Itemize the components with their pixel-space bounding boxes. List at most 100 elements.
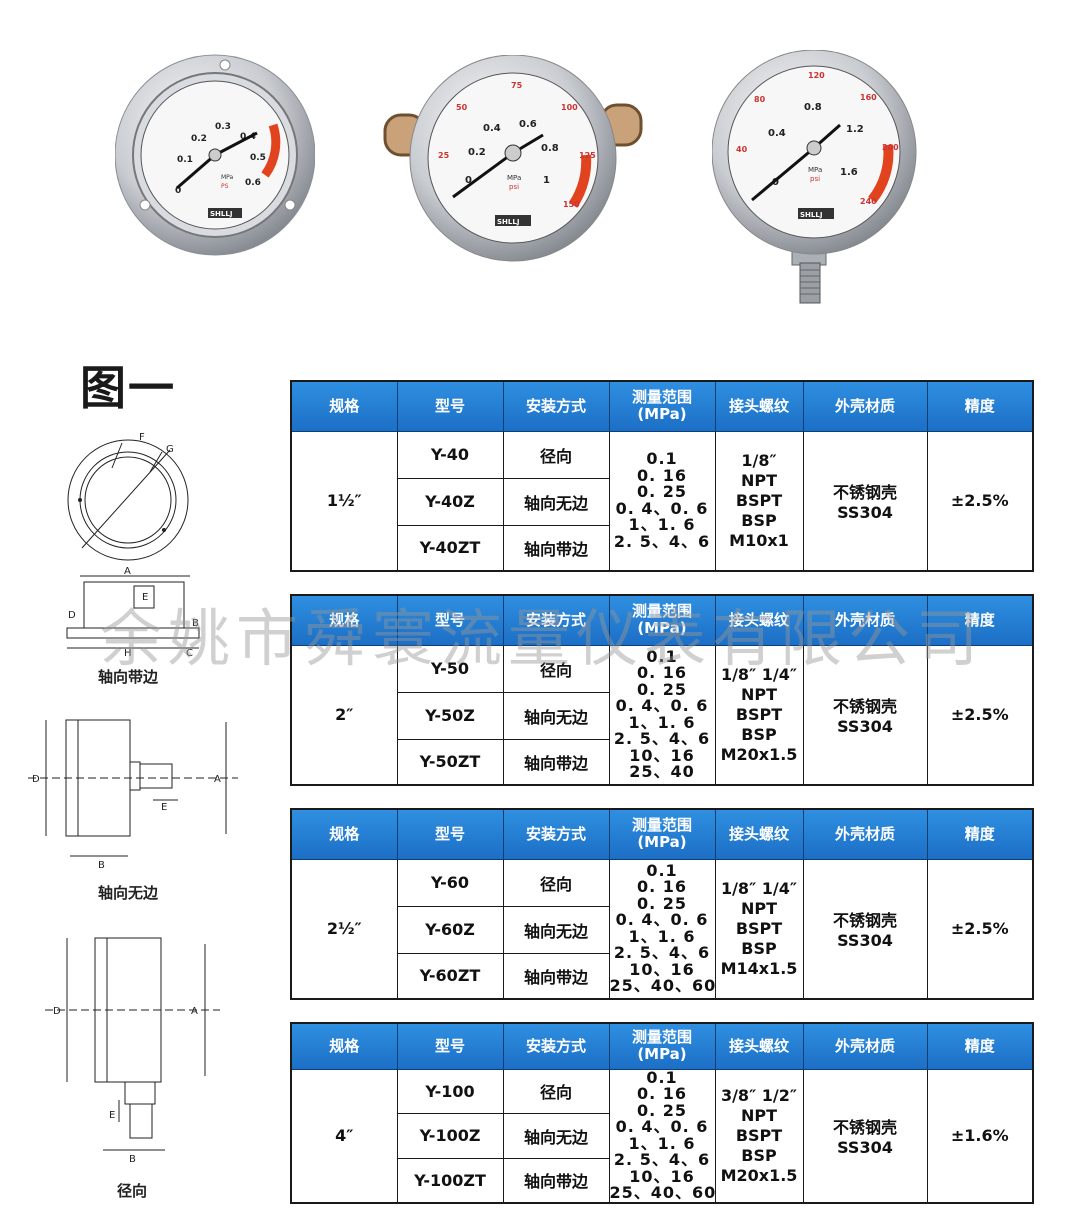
cell-accuracy: ±2.5%: [926, 644, 1034, 786]
drawing-axial-no-flange: D A E B: [28, 719, 238, 871]
thread-line: BSPT: [735, 704, 783, 724]
thread-line: M10x1: [729, 530, 789, 550]
figure-title: 图一: [80, 361, 176, 415]
gauge-psi-tick: 150: [563, 200, 580, 209]
cell-mounting: 轴向无边: [502, 691, 610, 740]
cell-model: Y-100: [396, 1068, 504, 1114]
dim-label: G: [166, 444, 174, 455]
gauge-tick: 0.4: [768, 128, 786, 139]
dim-label: D: [53, 1006, 61, 1017]
header-range: 测量范围 (MPa): [608, 594, 716, 646]
gauge-tick: 0.4: [483, 123, 501, 134]
gauge-tick: 0.8: [541, 143, 559, 154]
gauge-tick: 0.3: [215, 122, 231, 132]
dim-label: D: [32, 774, 40, 785]
cell-model: Y-100Z: [396, 1113, 504, 1159]
thread-line: NPT: [740, 1105, 778, 1125]
header-material: 外壳材质: [802, 1022, 928, 1070]
gauge-unit: MPa: [808, 166, 822, 174]
cell-mounting: 径向: [502, 858, 610, 907]
gauge-psi-tick: 240: [860, 197, 877, 206]
header-accuracy: 精度: [926, 1022, 1034, 1070]
header-size: 规格: [290, 594, 398, 646]
dim-label: C: [186, 648, 193, 658]
dim-label: A: [191, 1006, 198, 1017]
gauge-tick: 0.6: [245, 178, 261, 188]
cell-mounting: 径向: [502, 1068, 610, 1114]
header-mounting: 安装方式: [502, 380, 610, 432]
cell-thread: 1/8″ 1/4″ NPT BSPT BSP M14x1.5: [714, 858, 804, 1000]
thread-line: BSPT: [735, 1125, 783, 1145]
cell-model: Y-60Z: [396, 905, 504, 954]
thread-line: BSPT: [735, 490, 783, 510]
dim-label: B: [98, 860, 105, 871]
cell-model: Y-50: [396, 644, 504, 693]
thread-line: BSP: [741, 724, 777, 744]
header-model: 型号: [396, 380, 504, 432]
cell-mounting: 径向: [502, 430, 610, 479]
spec-table-y100: 规格 型号 安装方式 测量范围 (MPa) 接头螺纹 外壳材质 精度 4″ Y-…: [290, 1022, 1034, 1204]
thread-line: 1/8″: [741, 450, 777, 470]
gauge-unit: MPa: [507, 174, 521, 182]
header-accuracy: 精度: [926, 380, 1034, 432]
cell-range: 0.1 0. 16 0. 25 0. 4、0. 6 1、1. 6 2. 5、4、…: [608, 644, 716, 786]
gauge-brand: SHLLJ: [800, 211, 822, 219]
drawing-radial: D A E B: [45, 937, 220, 1165]
gauge-tick: 0.6: [519, 119, 537, 130]
header-model: 型号: [396, 594, 504, 646]
cell-model: Y-50Z: [396, 691, 504, 740]
gauge-psi-tick: 125: [579, 151, 596, 160]
cell-material: 不锈钢壳 SS304: [802, 430, 928, 572]
cell-thread: 3/8″ 1/2″ NPT BSPT BSP M20x1.5: [714, 1068, 804, 1203]
dim-label: E: [109, 1110, 115, 1121]
thread-line: NPT: [740, 470, 778, 490]
spec-table-y40: 规格 型号 安装方式 测量范围 (MPa) 接头螺纹 外壳材质 精度 1½″ Y…: [290, 380, 1034, 572]
dim-label: B: [129, 1154, 136, 1165]
header-range: 测量范围 (MPa): [608, 808, 716, 860]
header-mounting: 安装方式: [502, 594, 610, 646]
gauge-unit-secondary: psi: [509, 183, 519, 191]
cell-mounting: 轴向无边: [502, 477, 610, 526]
header-size: 规格: [290, 808, 398, 860]
cell-mounting: 轴向带边: [502, 952, 610, 1000]
header-material: 外壳材质: [802, 594, 928, 646]
cell-accuracy: ±1.6%: [926, 1068, 1034, 1203]
dim-label: E: [142, 592, 148, 603]
header-thread: 接头螺纹: [714, 1022, 804, 1070]
header-model: 型号: [396, 808, 504, 860]
header-accuracy: 精度: [926, 808, 1034, 860]
cell-mounting: 轴向带边: [502, 1157, 610, 1203]
gauge-brand: SHLLJ: [497, 218, 519, 226]
header-model: 型号: [396, 1022, 504, 1070]
cell-range: 0.1 0. 16 0. 25 0. 4、0. 6 1、1. 6 2. 5、4、…: [608, 858, 716, 1000]
spec-table-y60: 规格 型号 安装方式 测量范围 (MPa) 接头螺纹 外壳材质 精度 2½″ Y…: [290, 808, 1034, 1000]
cell-mounting: 轴向无边: [502, 1113, 610, 1159]
dim-label: E: [161, 802, 167, 813]
gauge-psi-tick: 50: [456, 103, 468, 112]
header-accuracy: 精度: [926, 594, 1034, 646]
thread-line: BSP: [741, 938, 777, 958]
header-material: 外壳材质: [802, 380, 928, 432]
header-size: 规格: [290, 380, 398, 432]
thread-line: 1/8″ 1/4″: [720, 878, 798, 898]
spec-table-y50: 规格 型号 安装方式 测量范围 (MPa) 接头螺纹 外壳材质 精度 2″ Y-…: [290, 594, 1034, 786]
cell-material: 不锈钢壳 SS304: [802, 1068, 928, 1203]
gauge-tick: 0.2: [191, 134, 207, 144]
gauge-psi-tick: 160: [860, 93, 877, 102]
header-thread: 接头螺纹: [714, 380, 804, 432]
cell-mounting: 径向: [502, 644, 610, 693]
cell-range: 0.1 0. 16 0. 25 0. 4、0. 6 1、1. 6 2. 5、4、…: [608, 1067, 717, 1203]
gauge-image-radial: 0 0.4 0.8 1.2 1.6 40 80 120 160 200 240 …: [712, 50, 917, 304]
cell-material: 不锈钢壳 SS304: [802, 858, 928, 1000]
cell-model: Y-100ZT: [396, 1157, 504, 1203]
cell-size: 1½″: [290, 430, 398, 572]
gauge-brand: SHLLJ: [210, 210, 232, 218]
drawing-caption: 轴向无边: [97, 884, 158, 902]
cell-model: Y-50ZT: [396, 738, 504, 786]
gauge-image-axial: 0 0.2 0.4 0.6 0.8 1 25 50 75 100 125 150…: [383, 55, 643, 262]
thread-line: NPT: [740, 898, 778, 918]
thread-line: 1/8″ 1/4″: [720, 664, 798, 684]
drawing-caption: 轴向带边: [97, 668, 158, 686]
header-material: 外壳材质: [802, 808, 928, 860]
thread-line: 3/8″ 1/2″: [720, 1085, 798, 1105]
